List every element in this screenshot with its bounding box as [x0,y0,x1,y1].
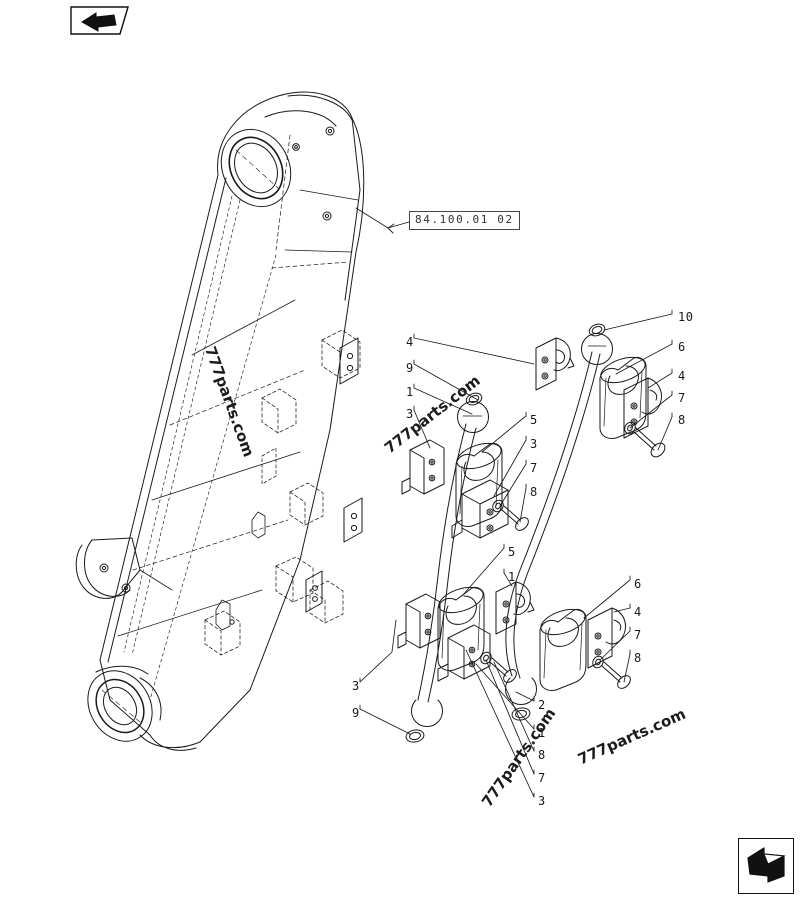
ref-5-mid-upper[interactable]: 5 [530,413,538,427]
leader-lines [359,313,673,798]
leader-ticks [359,309,673,798]
ref-7-mid-upper[interactable]: 7 [530,461,538,475]
arrow-up-left-icon [742,842,790,890]
ref-5-mid-lower[interactable]: 5 [508,545,516,559]
ref-1-bottom-center[interactable]: 1 [538,726,546,740]
ref-7-top-right[interactable]: 7 [678,391,686,405]
bracket-clamp-upper-right [535,337,575,391]
bracket-left-middle [401,439,445,495]
bracket-lower-middle-center [437,624,491,682]
ref-3-mid-upper[interactable]: 3 [530,437,538,451]
fastener-top-right [624,421,666,458]
ref-8-bottom-right[interactable]: 8 [634,651,642,665]
ref-3-bottom-left[interactable]: 3 [352,679,360,693]
ref-7-bottom-center[interactable]: 7 [538,771,546,785]
ref-2-bottom-center[interactable]: 2 [538,698,546,712]
bracket-lower-middle-left [397,593,441,649]
ref-1-left-upper[interactable]: 1 [406,385,414,399]
ref-8-top-right[interactable]: 8 [678,413,686,427]
ref-4-left-upper[interactable]: 4 [406,335,414,349]
part-number-label[interactable]: 84.100.01 02 [409,211,520,230]
ref-1-mid-lower[interactable]: 1 [508,570,516,584]
ref-4-top-right[interactable]: 4 [678,369,686,383]
ref-3-left-upper[interactable]: 3 [406,407,414,421]
ref-8-bottom-center[interactable]: 8 [538,748,546,762]
fastener-lower-middle [480,651,517,683]
ref-6-bottom-right[interactable]: 6 [634,577,642,591]
boom-structure [75,91,365,751]
tube-assembly-upper-left [405,392,489,743]
next-page-arrow-badge[interactable] [738,838,794,894]
ref-10-top-right[interactable]: 10 [678,310,694,324]
ref-9-left-upper[interactable]: 9 [406,361,414,375]
bracket-upper-middle [451,479,509,539]
fastener-upper-middle [492,499,529,531]
clamp-half-lower-right [539,608,587,691]
bracket-clamp-lower-center [495,581,535,635]
arrow-left-badge-icon [70,6,129,35]
clamp-half-upper-middle [455,442,503,527]
previous-page-arrow-badge[interactable] [70,6,134,36]
ref-6-top-right[interactable]: 6 [678,340,686,354]
ref-8-mid-upper[interactable]: 8 [530,485,538,499]
clamp-half-top-right [599,356,647,439]
ref-3-bottom-center[interactable]: 3 [538,794,546,808]
bracket-lower-right [587,607,626,669]
ref-9-bottom-left[interactable]: 9 [352,706,360,720]
ref-4-bottom-right[interactable]: 4 [634,605,642,619]
tube-assembly-upper-right [505,323,613,721]
part-number-leader [355,207,410,234]
clamp-half-lower-middle [437,586,485,671]
fastener-lower-right [592,655,631,689]
ref-7-bottom-right[interactable]: 7 [634,628,642,642]
